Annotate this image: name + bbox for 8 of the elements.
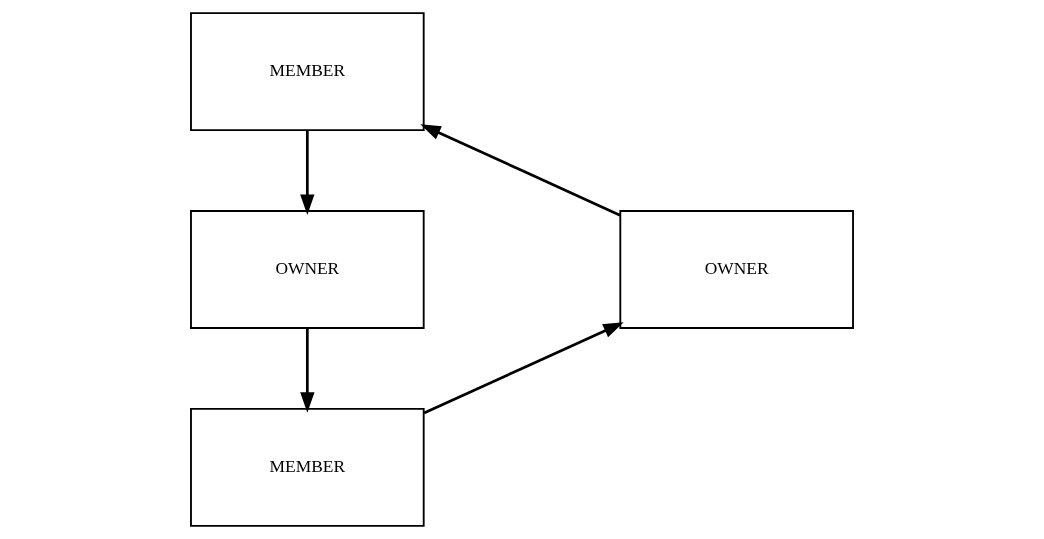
node-box: MEMBER	[190, 407, 425, 527]
arrow	[300, 130, 315, 215]
arrow	[420, 124, 621, 217]
node-box: OWNER	[619, 210, 854, 329]
arrow	[300, 328, 315, 413]
node-box: MEMBER	[190, 12, 425, 132]
node-box: OWNER	[190, 210, 425, 329]
arrow	[423, 322, 624, 415]
